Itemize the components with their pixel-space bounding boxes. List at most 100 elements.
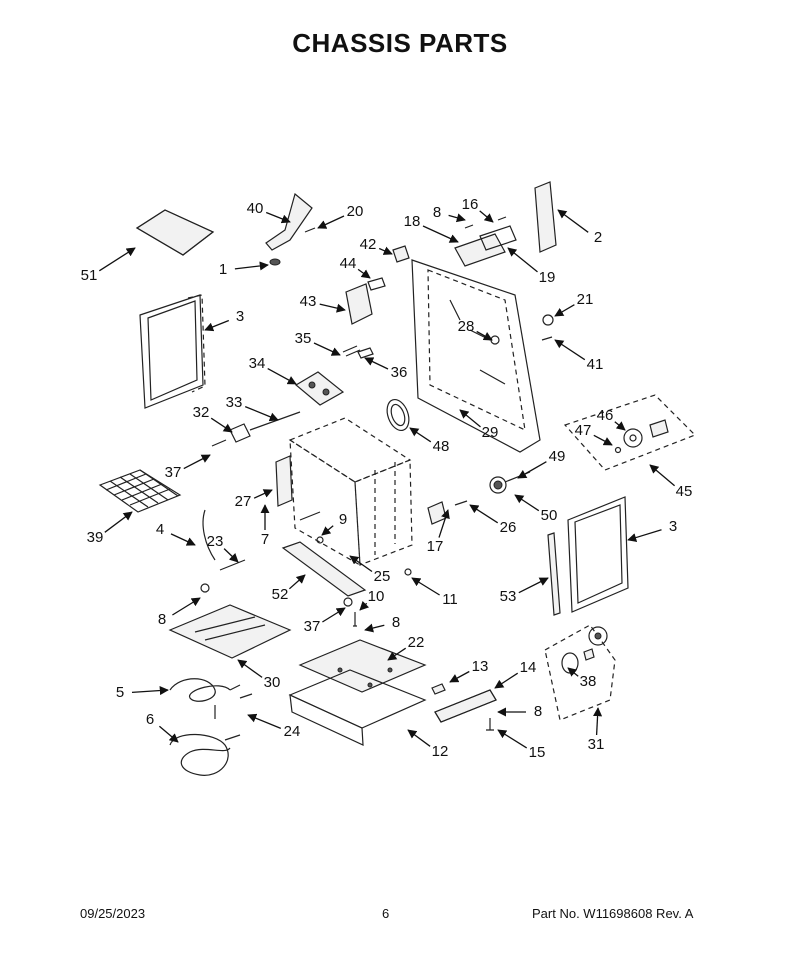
callout-number: 16 (462, 196, 479, 213)
callout-number: 32 (193, 404, 210, 421)
callout-42: 42 (360, 236, 393, 255)
callout-number: 8 (433, 204, 441, 221)
slide-rail (219, 511, 412, 597)
callout-38: 38 (567, 667, 597, 690)
callout-leader-arrow (319, 303, 346, 313)
callout-leader-arrow (649, 464, 676, 487)
callout-8: 8 (497, 703, 542, 720)
callout-leader-arrow (234, 261, 269, 271)
callout-number: 37 (304, 618, 321, 635)
callout-leader-arrow (554, 339, 586, 361)
callout-leader-arrow (479, 210, 494, 223)
footer-page-number: 6 (382, 906, 390, 921)
callout-leader-arrow (364, 357, 389, 370)
callout-number: 18 (404, 213, 421, 230)
callout-number: 49 (549, 448, 566, 465)
callout-leader-arrow (170, 533, 196, 546)
callout-6: 6 (146, 711, 179, 743)
callout-leader-arrow (253, 489, 273, 499)
callout-8: 8 (364, 614, 400, 633)
callout-25: 25 (349, 555, 390, 585)
callout-number: 9 (339, 511, 347, 528)
callout-13: 13 (449, 658, 488, 683)
callout-23: 23 (207, 533, 239, 563)
wire-harness (202, 509, 216, 561)
callout-leader-arrow (557, 209, 589, 233)
callout-number: 50 (541, 507, 558, 524)
callout-28: 28 (458, 318, 493, 341)
callout-leader-arrow (267, 368, 297, 385)
callout-39: 39 (87, 511, 133, 546)
callout-number: 4 (156, 521, 164, 538)
callout-20: 20 (317, 203, 364, 229)
callout-number: 8 (392, 614, 400, 631)
callout-number: 8 (534, 703, 542, 720)
callout-leader-arrow (407, 729, 431, 747)
callout-50: 50 (514, 494, 558, 524)
callout-number: 38 (580, 673, 597, 690)
callout-10: 10 (359, 588, 384, 611)
callout-leader-arrow (627, 529, 662, 542)
sensor-ring (386, 398, 410, 432)
callout-leader-arrow (172, 597, 201, 616)
callout-leader-arrow (593, 434, 613, 446)
latch-assembly (294, 371, 345, 406)
callout-number: 19 (539, 269, 556, 286)
callout-number: 11 (442, 591, 458, 608)
callout-number: 23 (207, 533, 224, 550)
callout-leader-arrow (357, 268, 371, 279)
callout-leader-arrow (210, 417, 233, 433)
broil-element (169, 733, 241, 776)
callout-number: 3 (236, 308, 244, 325)
callout-15: 15 (497, 729, 545, 761)
bottom-panel (168, 604, 292, 659)
callout-number: 37 (165, 464, 182, 481)
callout-number: 43 (300, 293, 317, 310)
mesh-tray (135, 209, 215, 256)
oven-cavity (288, 417, 413, 567)
callout-34: 34 (249, 355, 297, 385)
callout-leader-arrow (359, 600, 370, 611)
callout-leader-arrow (98, 247, 136, 272)
bake-element (169, 678, 253, 719)
callout-14: 14 (494, 659, 536, 689)
callout-number: 5 (116, 684, 124, 701)
callout-number: 53 (500, 588, 517, 605)
page-title: CHASSIS PARTS (292, 28, 508, 58)
footer-part-number: Part No. W11698608 Rev. A (532, 906, 694, 921)
door-gasket (547, 532, 561, 616)
callout-24: 24 (247, 713, 300, 740)
callout-number: 3 (669, 518, 677, 535)
callout-36: 36 (364, 357, 408, 381)
callout-number: 42 (360, 236, 377, 253)
callout-number: 20 (347, 203, 364, 220)
side-strip (534, 181, 557, 253)
callout-18: 18 (404, 213, 459, 243)
callout-11: 11 (411, 577, 458, 608)
callout-leader-arrow (448, 213, 466, 223)
callout-17: 17 (427, 509, 450, 555)
callout-3: 3 (627, 518, 677, 542)
fastener-group (200, 583, 357, 627)
callout-number: 46 (597, 407, 614, 424)
callout-30: 30 (237, 659, 280, 691)
callout-number: 6 (146, 711, 154, 728)
callout-leader-arrow (104, 511, 133, 533)
callout-number: 36 (391, 364, 408, 381)
callout-47: 47 (575, 422, 613, 446)
callout-leader-arrow (313, 342, 341, 356)
callout-3: 3 (204, 308, 244, 332)
crisper-tray (288, 639, 427, 746)
callout-44: 44 (340, 255, 371, 279)
callout-number: 44 (340, 255, 357, 272)
callout-leader-arrow (387, 647, 407, 661)
callout-49: 49 (517, 448, 566, 479)
control-knob-set (544, 624, 616, 721)
callout-leader-arrow (514, 494, 540, 512)
callout-number: 17 (427, 538, 444, 555)
callout-leader-arrow (411, 577, 440, 596)
callout-leader-arrow (158, 725, 179, 743)
callout-26: 26 (469, 504, 516, 536)
callout-21: 21 (554, 291, 593, 317)
